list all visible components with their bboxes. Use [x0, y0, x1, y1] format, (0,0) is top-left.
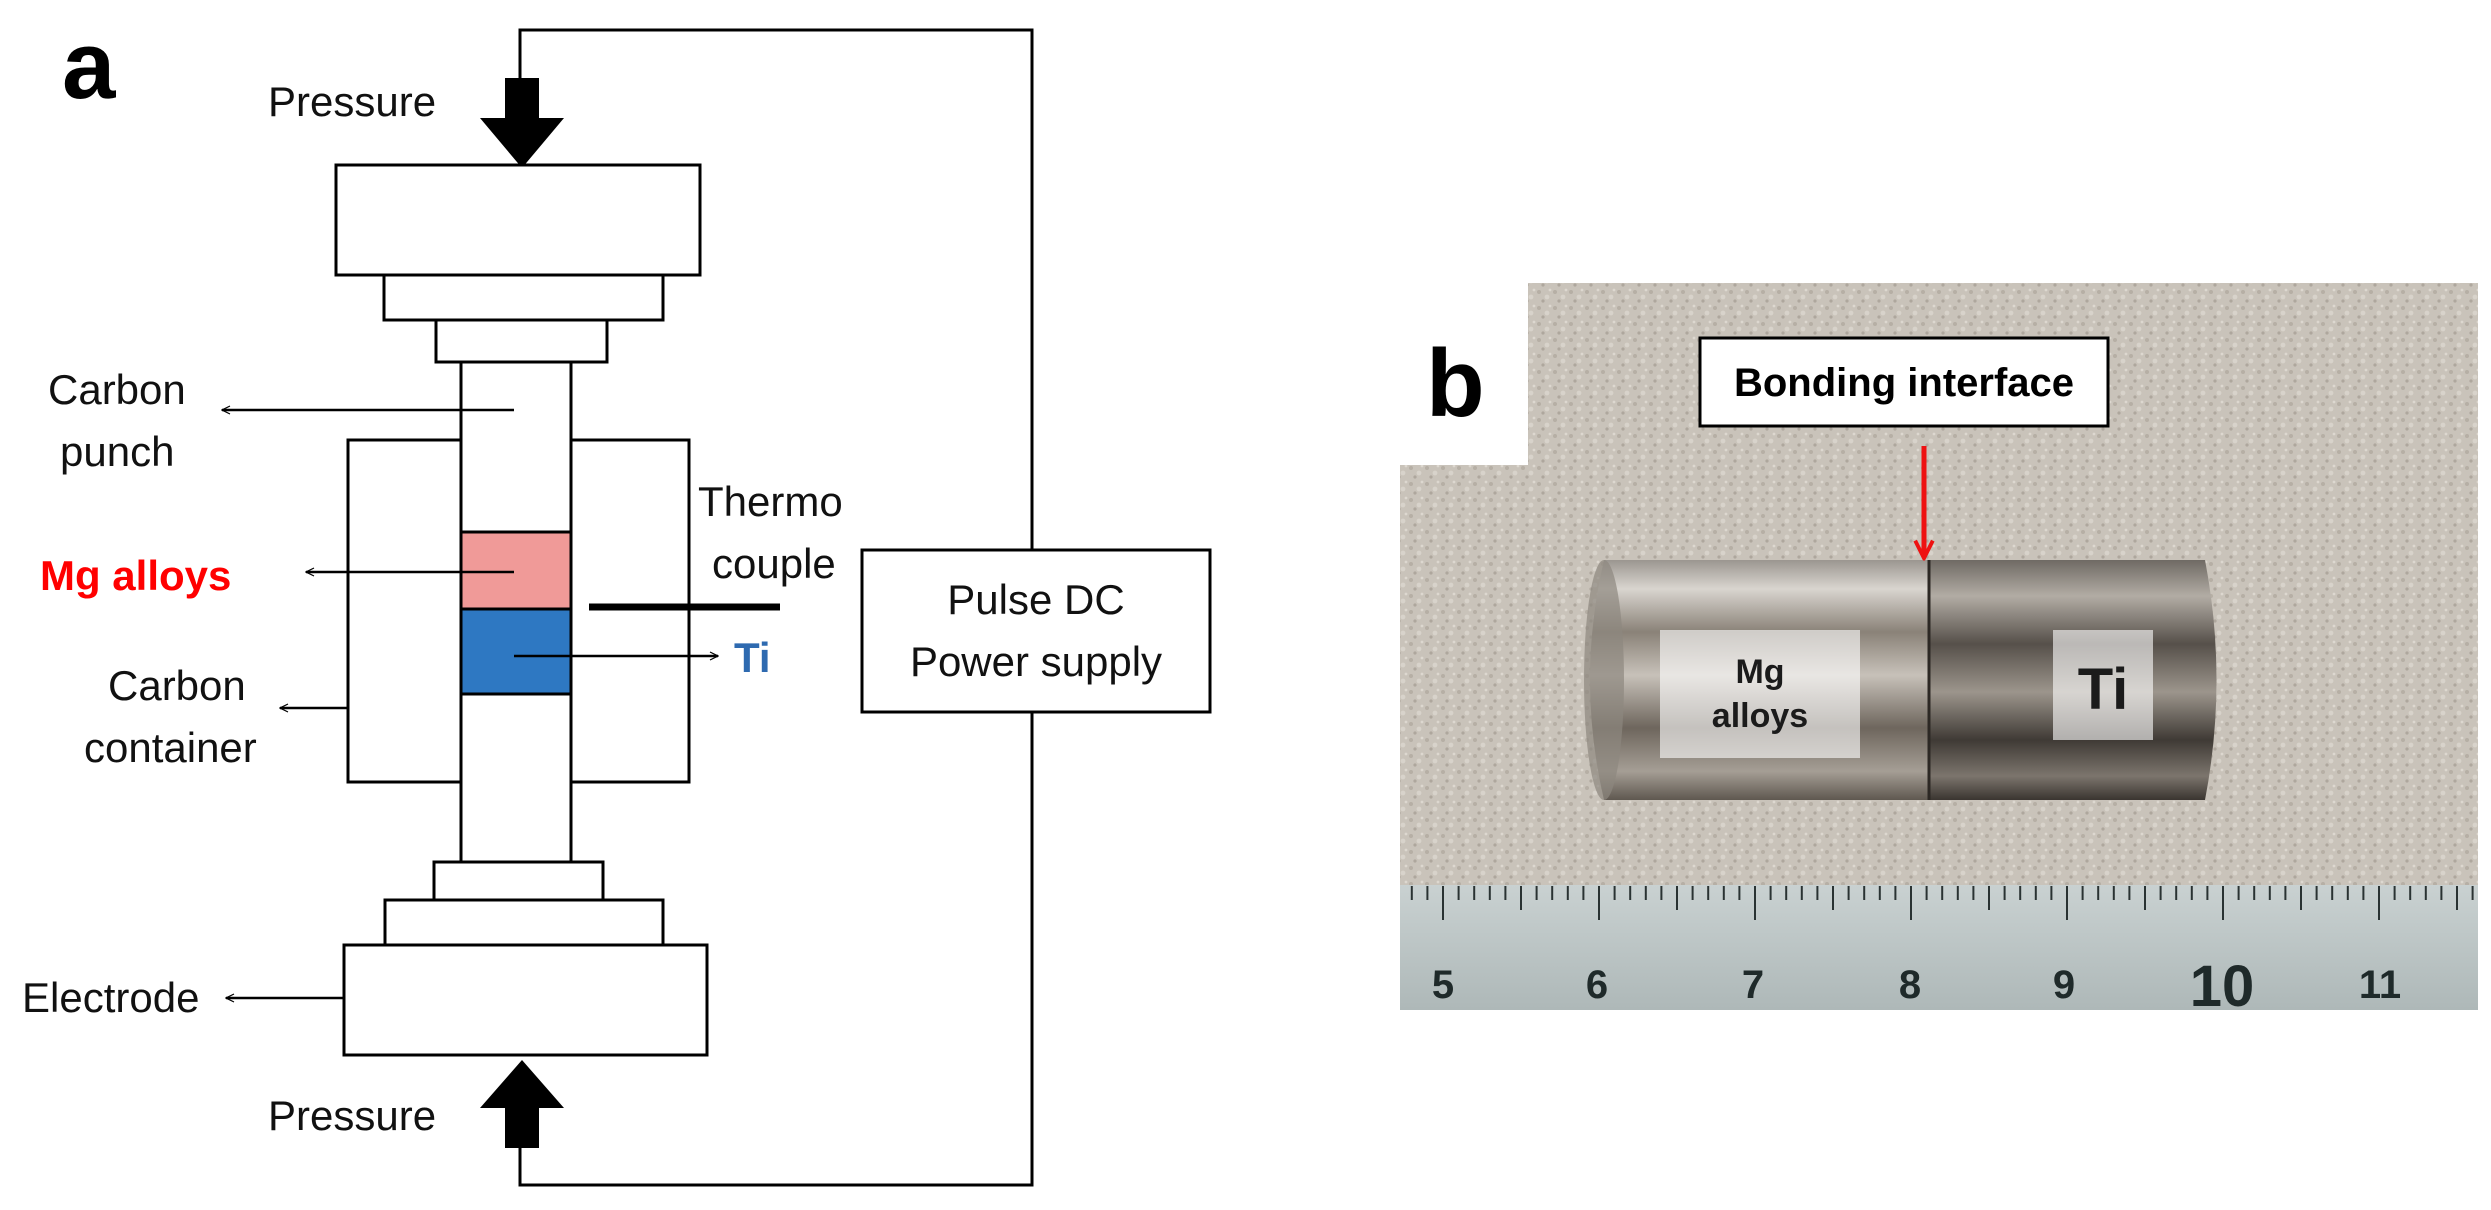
bonding-interface-label: Bonding interface — [1734, 361, 2074, 405]
mg-cylinder-end-face — [1584, 560, 1624, 800]
electrode-label: Electrode — [22, 974, 199, 1021]
ruler-numbers: 5 6 7 8 9 10 11 — [1432, 954, 2401, 1019]
pressure-top-arrow-icon — [480, 78, 564, 168]
ruler-number: 6 — [1586, 963, 1608, 1007]
panel-b: 5 6 7 8 9 10 11 b Mg alloys Ti Bonding i… — [1400, 283, 2478, 1019]
mg-photo-label-line1: Mg — [1735, 653, 1784, 691]
carbon-container-label-line2: container — [84, 724, 257, 771]
carbon-punch-lower — [459, 692, 573, 864]
carbon-punch-label-line1: Carbon — [48, 366, 186, 413]
panel-a-letter: a — [62, 12, 116, 119]
circuit-wire-top — [518, 28, 1034, 550]
lower-spacer-1 — [432, 860, 605, 902]
carbon-punch-label-line2: punch — [60, 428, 174, 475]
pressure-bottom-label: Pressure — [268, 1092, 436, 1139]
ruler — [1400, 885, 2478, 1010]
ti-label-background — [2053, 630, 2153, 740]
ruler-number: 9 — [2053, 963, 2075, 1007]
ruler-number: 7 — [1742, 963, 1764, 1007]
ruler-number: 11 — [2359, 963, 2401, 1007]
mg-alloys-label: Mg alloys — [40, 552, 231, 599]
mg-alloy-specimen — [459, 530, 573, 611]
pressure-top-label: Pressure — [268, 78, 436, 125]
pressure-bottom-arrow-icon — [480, 1060, 564, 1148]
lower-spacer-2 — [383, 898, 665, 947]
circuit-wire-bottom — [518, 712, 1034, 1187]
mg-label-background — [1660, 630, 1860, 758]
upper-ram — [334, 163, 702, 277]
ruler-number: 10 — [2190, 954, 2255, 1019]
electrode-ram — [342, 943, 709, 1057]
carbon-container-left — [346, 438, 463, 784]
thermocouple-label-line2: couple — [712, 540, 836, 587]
ti-photo-label: Ti — [2078, 657, 2129, 722]
carbon-container-label-line1: Carbon — [108, 662, 246, 709]
ti-specimen — [459, 607, 573, 696]
ruler-ticks — [1410, 886, 2474, 920]
thermocouple-label-line1: Thermo — [698, 478, 843, 525]
ruler-number: 5 — [1432, 963, 1454, 1007]
ruler-number: 8 — [1899, 963, 1921, 1007]
ti-label: Ti — [734, 634, 771, 681]
mg-photo-label-line2: alloys — [1712, 697, 1808, 735]
upper-spacer-1 — [382, 273, 665, 322]
power-supply-label-line2: Power supply — [910, 638, 1162, 685]
power-supply-box — [860, 548, 1212, 714]
panel-a: a Pressure Pressure Carbon punch Mg allo… — [22, 12, 1212, 1187]
panel-b-letter-background — [1400, 283, 1528, 465]
bonding-interface-box — [1698, 336, 2110, 428]
carbon-punch-upper — [459, 360, 573, 534]
carbon-container-right — [569, 438, 691, 784]
power-supply-label-line1: Pulse DC — [947, 576, 1124, 623]
upper-spacer-2 — [434, 318, 609, 364]
panel-b-letter: b — [1426, 330, 1485, 437]
